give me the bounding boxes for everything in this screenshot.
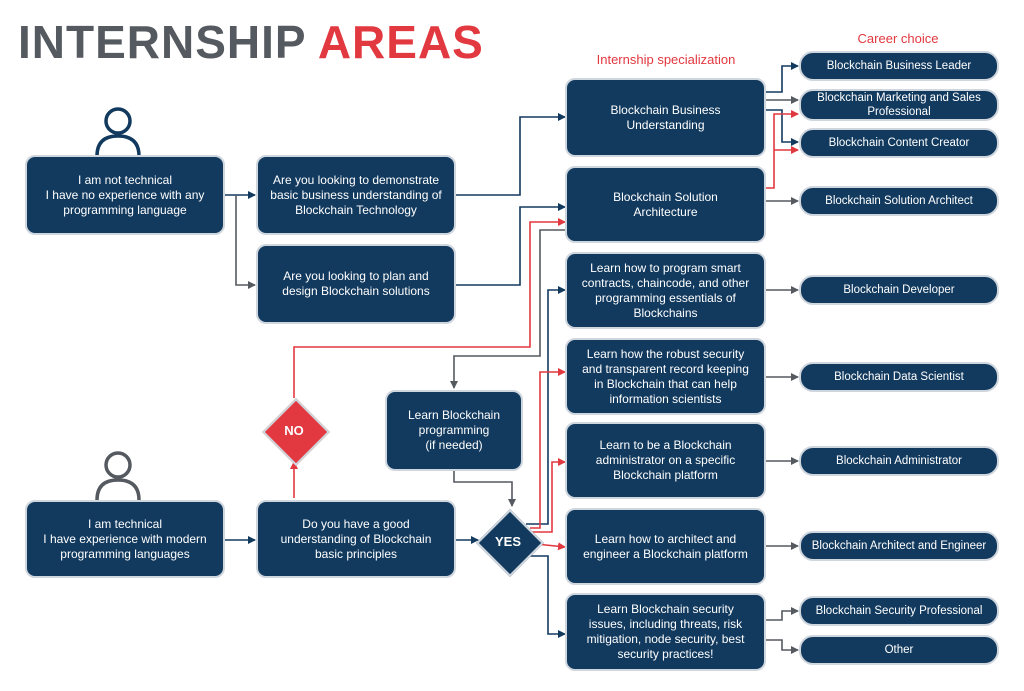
spec-security-issues: Learn Blockchain security issues, includ… <box>565 593 766 671</box>
person-icon-non-technical <box>95 107 141 157</box>
spec-programming-essentials: Learn how to program smart contracts, ch… <box>565 252 766 329</box>
line-yes-to-spec3 <box>526 286 566 525</box>
title-part-1: INTERNSHIP <box>18 16 318 68</box>
line-spec7-to-other <box>766 639 799 654</box>
spec-solution-architecture: Blockchain Solution Architecture <box>565 166 766 243</box>
career-header: Career choice <box>857 31 939 46</box>
line-nontech-to-design <box>235 195 256 289</box>
career-developer: Blockchain Developer <box>799 275 999 305</box>
line-yes-to-spec4 <box>530 368 566 529</box>
career-other: Other <box>799 635 999 665</box>
decision-no-label: NO <box>284 423 304 438</box>
spec-architect-engineer: Learn how to architect and engineer a Bl… <box>565 508 766 585</box>
career-administrator: Blockchain Administrator <box>799 446 999 476</box>
career-marketing-sales: Blockchain Marketing and Sales Professio… <box>799 89 999 121</box>
learn-blockchain-programming: Learn Blockchain programming (if needed) <box>385 390 523 471</box>
question-plan-design: Are you looking to plan and design Block… <box>256 244 456 324</box>
line-yes-to-spec7 <box>526 555 566 638</box>
career-security-professional: Blockchain Security Professional <box>799 596 999 626</box>
career-data-scientist: Blockchain Data Scientist <box>799 362 999 392</box>
career-content-creator: Blockchain Content Creator <box>799 128 999 158</box>
title-part-2: AREAS <box>317 16 484 68</box>
line-spec2-to-learn <box>450 229 565 389</box>
spec-security-record-keeping: Learn how the robust security and transp… <box>565 338 766 415</box>
career-business-leader: Blockchain Business Leader <box>799 51 999 81</box>
line-spec1-to-leader <box>766 62 799 93</box>
career-solution-architect: Blockchain Solution Architect <box>799 186 999 216</box>
line-no-to-spec2 <box>293 218 566 398</box>
question-basic-principles: Do you have a good understanding of Bloc… <box>256 500 456 578</box>
page-title: INTERNSHIP AREAS <box>18 14 484 70</box>
decision-yes-label: YES <box>494 534 521 549</box>
line-learn-to-yes <box>453 470 516 507</box>
spec-business-understanding: Blockchain Business Understanding <box>565 78 766 157</box>
specialization-header: Internship specialization <box>596 52 736 67</box>
line-spec1-to-content <box>766 109 799 146</box>
spec-blockchain-administrator: Learn to be a Blockchain administrator o… <box>565 422 766 499</box>
career-architect-engineer: Blockchain Architect and Engineer <box>799 531 999 561</box>
line-spec2-to-marketing <box>766 110 799 189</box>
person-icon-technical <box>95 451 141 501</box>
question-business-understanding: Are you looking to demonstrate basic bus… <box>256 155 456 235</box>
line-yes-to-spec5 <box>530 458 566 533</box>
line-business-to-spec1 <box>456 113 566 196</box>
line-design-to-spec2 <box>456 203 566 286</box>
start-technical: I am technical I have experience with mo… <box>25 500 225 578</box>
line-spec7-to-security <box>766 607 799 621</box>
start-non-technical: I am not technical I have no experience … <box>25 155 225 235</box>
